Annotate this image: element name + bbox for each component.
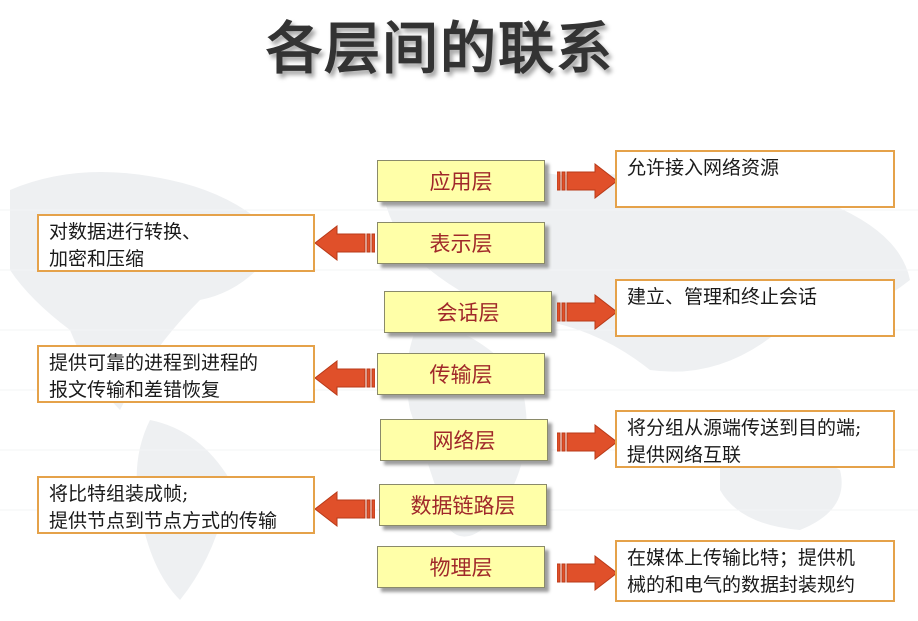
desc-application: 允许接入网络资源 bbox=[615, 150, 895, 208]
layer-presentation: 表示层 bbox=[377, 222, 545, 264]
arrow-left-icon bbox=[314, 360, 375, 396]
page-title: 各层间的联系 bbox=[266, 17, 614, 82]
desc-line: 加密和压缩 bbox=[49, 248, 145, 270]
layer-network: 网络层 bbox=[380, 419, 548, 461]
desc-session: 建立、管理和终止会话 bbox=[615, 279, 895, 337]
desc-line: 将分组从源端传送到目的端; bbox=[627, 417, 862, 439]
arrow-right-icon bbox=[557, 424, 618, 460]
desc-line: 对数据进行转换、 bbox=[49, 221, 202, 243]
arrow-right-icon bbox=[557, 163, 618, 199]
desc-physical: 在媒体上传输比特；提供机 械的和电气的数据封装规约 bbox=[615, 540, 895, 602]
desc-presentation: 对数据进行转换、 加密和压缩 bbox=[37, 214, 315, 272]
arrow-left-icon bbox=[314, 225, 375, 261]
desc-line: 械的和电气的数据封装规约 bbox=[627, 574, 856, 596]
desc-line: 提供网络互联 bbox=[627, 444, 742, 466]
desc-line: 将比特组装成帧; bbox=[49, 483, 189, 505]
desc-line: 提供节点到节点方式的传输 bbox=[49, 510, 278, 532]
layer-physical: 物理层 bbox=[377, 546, 545, 588]
layer-session: 会话层 bbox=[384, 291, 552, 333]
desc-transport: 提供可靠的进程到进程的 报文传输和差错恢复 bbox=[37, 345, 315, 403]
layer-application: 应用层 bbox=[377, 160, 545, 202]
arrow-right-icon bbox=[557, 555, 618, 591]
desc-line: 报文传输和差错恢复 bbox=[49, 379, 221, 401]
arrow-left-icon bbox=[314, 491, 375, 527]
desc-line: 提供可靠的进程到进程的 bbox=[49, 352, 259, 374]
desc-network: 将分组从源端传送到目的端; 提供网络互联 bbox=[615, 410, 895, 468]
layer-transport: 传输层 bbox=[377, 353, 545, 395]
layer-data-link: 数据链路层 bbox=[379, 484, 547, 526]
desc-line: 建立、管理和终止会话 bbox=[627, 286, 818, 308]
desc-line: 在媒体上传输比特；提供机 bbox=[627, 547, 856, 569]
desc-line: 允许接入网络资源 bbox=[627, 157, 780, 179]
arrow-right-icon bbox=[557, 294, 618, 330]
desc-data-link: 将比特组装成帧; 提供节点到节点方式的传输 bbox=[37, 476, 315, 534]
